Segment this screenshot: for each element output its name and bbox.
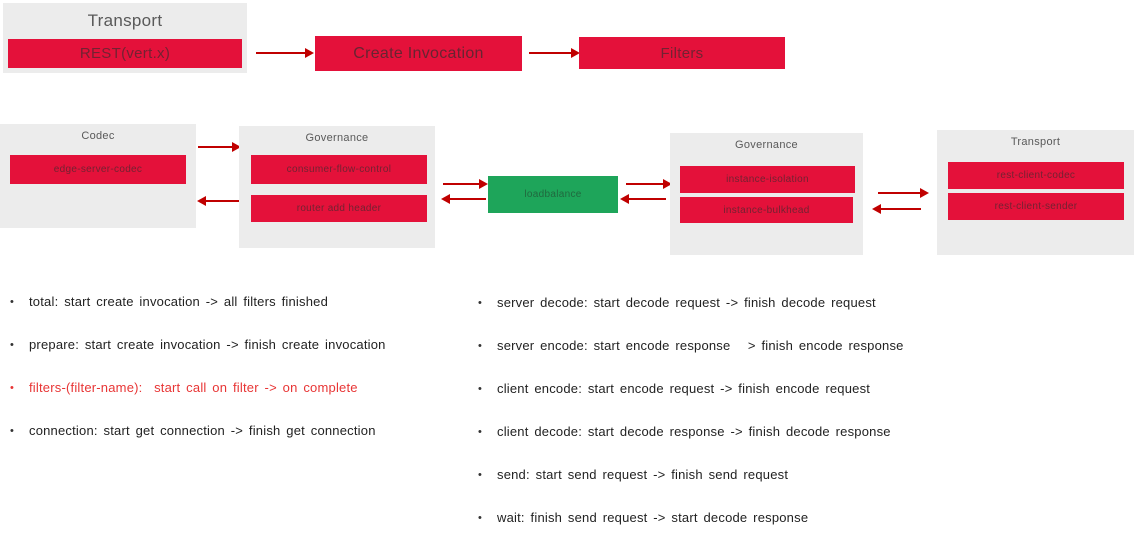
metric-item: • send: start send request -> finish send… <box>478 467 904 483</box>
metric-item: • total: start create invocation -> all f… <box>10 294 386 310</box>
bullet-icon: • <box>10 382 14 394</box>
flow-arrow-right-icon <box>878 188 929 198</box>
bullet-icon: • <box>478 512 482 524</box>
bullet-icon: • <box>478 426 482 438</box>
codec-group: Codec edge-server-codec <box>0 124 196 228</box>
metric-item: • server decode: start decode request -> … <box>478 295 904 311</box>
metric-text: prepare: start create invocation -> fini… <box>29 337 386 352</box>
governance-right-group: Governance instance-isolation instance-b… <box>670 133 863 255</box>
metric-text: total: start create invocation -> all fi… <box>29 294 329 309</box>
rest-client-sender-box: rest-client-sender <box>948 193 1124 220</box>
governance-left-group-title: Governance <box>305 132 369 144</box>
flow-arrow-right-icon <box>198 142 241 152</box>
bullet-icon: • <box>478 297 482 309</box>
metric-text: server decode: start decode request -> f… <box>497 295 876 310</box>
metric-item: • prepare: start create invocation -> fin… <box>10 337 386 353</box>
metric-text: wait: finish send request -> start decod… <box>497 510 809 525</box>
loadbalance-box: loadbalance <box>488 176 618 213</box>
metrics-list-right: • server decode: start decode request -> … <box>478 295 904 553</box>
edge-server-codec-box: edge-server-codec <box>10 155 186 184</box>
metric-item: • client decode: start decode response ->… <box>478 424 904 440</box>
metrics-list-left: • total: start create invocation -> all f… <box>10 294 386 466</box>
bullet-icon: • <box>478 340 482 352</box>
metric-item: • client encode: start encode request -> … <box>478 381 904 397</box>
metric-text: filters-(filter-name): start call on fil… <box>29 380 358 395</box>
rest-vertx-box: REST(vert.x) <box>8 39 242 68</box>
flow-arrow-left-icon <box>620 194 666 204</box>
consumer-flow-control-box: consumer-flow-control <box>251 155 427 184</box>
metric-item: • filters-(filter-name): start call on fi… <box>10 380 386 396</box>
transport-group-title: Transport <box>87 11 163 30</box>
metric-item: • connection: start get connection -> fin… <box>10 423 386 439</box>
metric-text: send: start send request -> finish send … <box>497 467 789 482</box>
metric-text: client encode: start encode request -> f… <box>497 381 871 396</box>
flow-arrow-right-icon <box>529 48 580 58</box>
router-add-header-box: router add header <box>251 195 427 222</box>
bullet-icon: • <box>10 425 14 437</box>
instance-bulkhead-box: instance-bulkhead <box>680 197 853 223</box>
flow-arrow-left-icon <box>872 204 921 214</box>
flow-arrow-left-icon <box>197 196 240 206</box>
bullet-icon: • <box>478 469 482 481</box>
governance-left-group: Governance consumer-flow-control router … <box>239 126 435 248</box>
metric-item: • server encode: start encode response > … <box>478 338 904 354</box>
rest-client-codec-box: rest-client-codec <box>948 162 1124 189</box>
create-invocation-box: Create Invocation <box>315 36 522 71</box>
transport-right-group-title: Transport <box>1010 136 1061 148</box>
filters-box: Filters <box>579 37 785 69</box>
bullet-icon: • <box>10 339 14 351</box>
flow-arrow-left-icon <box>441 194 486 204</box>
flow-arrow-right-icon <box>256 48 314 58</box>
bullet-icon: • <box>478 383 482 395</box>
instance-isolation-box: instance-isolation <box>680 166 855 193</box>
transport-group: Transport REST(vert.x) <box>3 3 247 73</box>
transport-right-group: Transport rest-client-codec rest-client-… <box>937 130 1134 255</box>
flow-arrow-right-icon <box>626 179 672 189</box>
governance-right-group-title: Governance <box>735 139 798 151</box>
flow-arrow-right-icon <box>443 179 488 189</box>
metric-text: server encode: start encode response > f… <box>497 338 904 353</box>
metric-item: • wait: finish send request -> start deco… <box>478 510 904 526</box>
bullet-icon: • <box>10 296 14 308</box>
codec-group-title: Codec <box>81 130 115 142</box>
metric-text: client decode: start decode response -> … <box>497 424 891 439</box>
metric-text: connection: start get connection -> fini… <box>29 423 376 438</box>
